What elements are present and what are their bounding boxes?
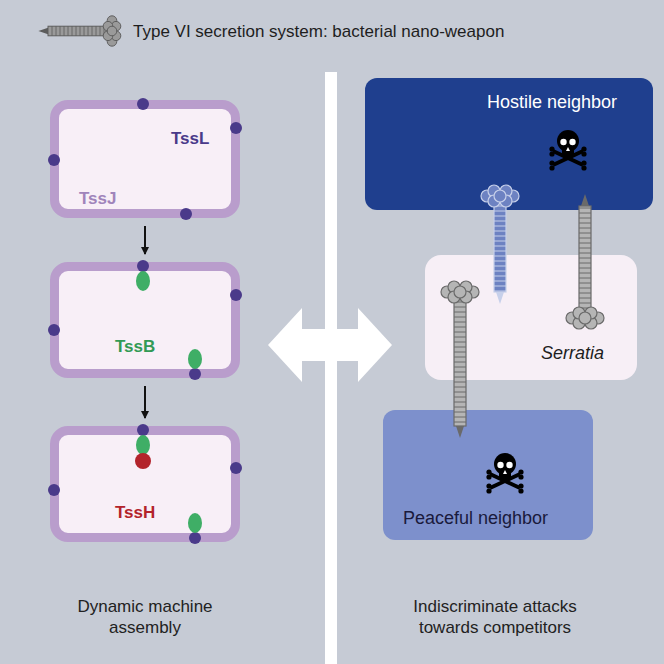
skull (549, 130, 586, 171)
tssb-mark (136, 435, 150, 455)
node-label: Peaceful neighbor (403, 508, 548, 529)
cell: TssL TssJ (50, 100, 240, 218)
node-label: TssH (115, 503, 155, 523)
tssl-dot (189, 368, 201, 380)
tssl-dot (137, 260, 149, 272)
t6ss-weapon (481, 185, 519, 304)
tssl-dot (189, 532, 201, 544)
tssl-dot (230, 289, 242, 301)
skull (486, 453, 523, 494)
tssb-mark (188, 349, 202, 369)
tssh-mark (135, 453, 151, 469)
tssb-mark (188, 513, 202, 533)
tssl-dot (137, 424, 149, 436)
node-label: TssL (171, 129, 209, 149)
tssl-dot (48, 484, 60, 496)
divider-bar (325, 72, 337, 664)
tssl-dot (48, 154, 60, 166)
step-arrow (144, 226, 146, 254)
tssl-dot (180, 208, 192, 220)
double-arrow (268, 308, 392, 382)
node-label: TssB (115, 337, 155, 357)
panel-caption: Dynamic machine assembly (45, 596, 245, 639)
tssb-mark (136, 271, 150, 291)
panel-caption: Indiscriminate attacks towards competito… (385, 596, 605, 639)
node-label: Hostile neighbor (487, 92, 617, 113)
tssl-dot (48, 324, 60, 336)
t6ss-weapon (441, 281, 479, 438)
tssl-dot (230, 122, 242, 134)
title: Type VI secretion system: bacterial nano… (133, 21, 504, 42)
step-arrow (144, 386, 146, 418)
node-label: TssJ (79, 189, 117, 209)
t6ss-weapon (566, 194, 604, 329)
tssl-dot (230, 462, 242, 474)
t6ss-weapon (38, 16, 120, 46)
node-label: Serratia (541, 343, 604, 364)
tssl-dot (137, 98, 149, 110)
